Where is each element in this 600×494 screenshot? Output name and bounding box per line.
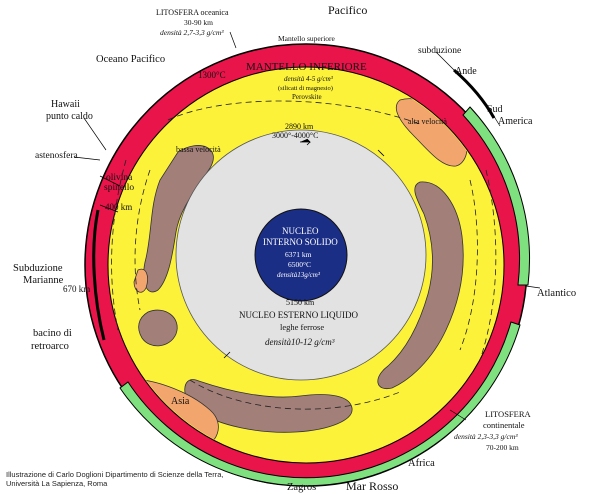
label-temp-1300: 1300°C xyxy=(198,70,226,80)
label-bacino-1: bacino di xyxy=(33,328,72,339)
label-pacifico: Pacifico xyxy=(328,3,367,17)
label-subduzione-marianne-2: Marianne xyxy=(23,275,64,286)
subduction-slab-ande xyxy=(453,68,496,119)
label-oceano-pacifico: Oceano Pacifico xyxy=(96,54,165,65)
label-subduzione: subduzione xyxy=(418,46,461,56)
label-olivina: olivina xyxy=(106,173,133,183)
label-mar-rosso: Mar Rosso xyxy=(346,479,398,493)
fast-velocity-blob-left xyxy=(133,268,148,293)
credit-line-2: Università La Sapienza, Roma xyxy=(6,479,108,488)
label-depth-2890: 2890 km xyxy=(285,122,314,131)
label-depth-6371: 6371 km xyxy=(285,250,312,259)
label-litosfera-oceanica-spessore: 30-90 km xyxy=(184,18,213,27)
label-silicati: (silicati di magnesio) xyxy=(278,85,333,92)
slow-velocity-blob-right xyxy=(377,181,464,390)
label-sud-america-1: Sud xyxy=(487,104,503,115)
label-ande: Ande xyxy=(455,66,477,77)
label-bacino-2: retroarco xyxy=(31,341,69,352)
label-asia: Asia xyxy=(171,396,190,407)
label-perovskite: Perovskite xyxy=(292,93,322,101)
label-mantello-superiore: Mantello superiore xyxy=(278,34,336,43)
label-africa: Africa xyxy=(408,458,435,469)
label-litosfera-oceanica: LITOSFERA oceanica xyxy=(156,8,229,17)
label-bassa-velocita: bassa velocità xyxy=(176,145,221,154)
credit-line-1: Illustrazione di Carlo Doglioni Dipartim… xyxy=(6,470,224,479)
label-leghe-ferrose: leghe ferrose xyxy=(280,322,324,332)
subduction-slab-marianne xyxy=(92,209,106,341)
label-mantello-inferiore: MANTELLO INFERIORE xyxy=(246,61,367,73)
label-temp-6500: 6500°C xyxy=(288,260,311,269)
label-zagros: Zagros xyxy=(287,482,316,493)
label-temp-core-boundary: 3000°-4000°C xyxy=(272,131,318,140)
label-astenosfera: astenosfera xyxy=(35,150,79,161)
convection-lines xyxy=(111,100,497,410)
leader-lines xyxy=(73,31,541,421)
label-depth-400: 400 km xyxy=(105,202,132,212)
label-hawaii-1: Hawaii xyxy=(51,99,80,110)
slow-velocity-blob-left xyxy=(143,145,214,293)
flow-arrows xyxy=(223,138,385,359)
label-subduzione-marianne-1: Subduzione xyxy=(13,263,63,274)
label-mantello-inferiore-densita: densità 4-5 g/cm³ xyxy=(284,75,334,83)
label-litosfera-cont-2: continentale xyxy=(483,420,525,430)
label-nucleo-esterno-densita: densità10-12 g/cm³ xyxy=(265,337,335,347)
label-alta-velocita: alta velocità xyxy=(408,117,447,126)
slow-velocity-blob-lower-left xyxy=(138,309,178,347)
label-hawaii-2: punto caldo xyxy=(46,111,93,122)
continental-crust-africa-asia xyxy=(119,321,521,487)
label-nucleo-esterno: NUCLEO ESTERNO LIQUIDO xyxy=(239,310,358,320)
label-depth-670: 670 km xyxy=(63,284,90,294)
label-litosfera-cont-spessore: 70-200 km xyxy=(486,443,519,452)
label-depth-5150: 5150 km xyxy=(286,298,315,307)
label-litosfera-oceanica-densita: densità 2,7-3,3 g/cm³ xyxy=(160,28,224,37)
illustration-credit: Illustrazione di Carlo Doglioni Dipartim… xyxy=(6,470,223,488)
label-atlantico: Atlantico xyxy=(537,288,576,299)
label-litosfera-cont-1: LITOSFERA xyxy=(485,409,532,419)
continental-crust-south-america xyxy=(462,106,531,286)
label-nucleo-interno-2: INTERNO SOLIDO xyxy=(263,237,338,247)
label-nucleo-interno-1: NUCLEO xyxy=(282,226,319,236)
label-nucleo-interno-densita: densità13g/cm³ xyxy=(277,271,321,279)
inner-core xyxy=(254,208,348,302)
label-litosfera-cont-densita: densità 2,3-3,3 g/cm³ xyxy=(454,432,518,441)
label-sud-america-2: America xyxy=(498,116,533,127)
label-spinello: spinello xyxy=(104,183,134,193)
